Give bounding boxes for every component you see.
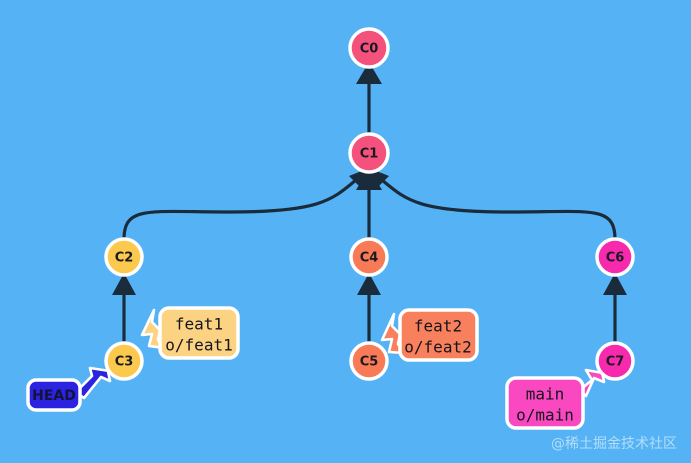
edges-group	[112, 62, 627, 343]
commit-node-c1[interactable]: C1	[348, 132, 390, 174]
tag-feat1-line1: feat1	[175, 315, 223, 334]
watermark-text: @稀土掘金技术社区	[551, 436, 677, 452]
commit-node-c4[interactable]: C4	[349, 237, 389, 277]
arrowhead-c3-c2	[112, 273, 136, 295]
tag-head[interactable]: HEAD	[26, 378, 82, 412]
tag-feat1[interactable]: feat1 o/feat1	[158, 306, 240, 360]
commit-circle-c5[interactable]	[349, 341, 389, 381]
commit-label-c3: C3	[115, 355, 134, 370]
commit-node-c2[interactable]: C2	[104, 237, 144, 277]
edge-c2-c1	[122, 178, 358, 240]
tag-main-line1: main	[526, 385, 565, 404]
tag-main-box[interactable]	[505, 376, 585, 430]
commit-node-c3[interactable]: C3	[104, 341, 144, 381]
commit-label-c6: C6	[606, 251, 625, 266]
tag-head-box[interactable]	[26, 378, 82, 412]
commit-label-c2: C2	[115, 251, 134, 266]
tag-main[interactable]: main o/main	[505, 376, 585, 430]
tag-feat1-box[interactable]	[158, 306, 240, 360]
commit-circle-c3[interactable]	[104, 341, 144, 381]
commit-label-c4: C4	[360, 251, 379, 266]
commit-node-c0[interactable]: C0	[348, 27, 390, 69]
tag-main-line2: o/main	[516, 406, 574, 425]
commit-circle-c4[interactable]	[349, 237, 389, 277]
commit-label-c0: C0	[360, 42, 379, 57]
arrowhead-c7-c6	[603, 273, 627, 295]
commit-circle-c7[interactable]	[595, 341, 635, 381]
arrowhead-c1-c0	[356, 62, 382, 84]
tag-feat2-box[interactable]	[398, 308, 479, 362]
commit-label-c7: C7	[606, 355, 625, 370]
commit-node-c7[interactable]: C7	[595, 341, 635, 381]
arrowhead-c6-c1	[369, 168, 389, 190]
tag-feat1-line2: o/feat1	[165, 336, 232, 355]
tag-feat2[interactable]: feat2 o/feat2	[398, 308, 479, 362]
arrowhead-c5-c4	[357, 273, 381, 295]
commit-circle-c6[interactable]	[595, 237, 635, 277]
tag-head-label: HEAD	[32, 388, 76, 404]
tag-feat2-line2: o/feat2	[404, 338, 471, 357]
commit-node-c5[interactable]: C5	[349, 341, 389, 381]
edge-c6-c1	[380, 178, 617, 240]
commit-circle-c0[interactable]	[348, 27, 390, 69]
commit-circle-c2[interactable]	[104, 237, 144, 277]
commit-circle-c1[interactable]	[348, 132, 390, 174]
commit-label-c5: C5	[360, 355, 379, 370]
arrowhead-c2-c1	[349, 168, 369, 190]
commit-label-c1: C1	[360, 147, 379, 162]
commit-node-c6[interactable]: C6	[595, 237, 635, 277]
tag-feat2-line1: feat2	[414, 317, 462, 336]
